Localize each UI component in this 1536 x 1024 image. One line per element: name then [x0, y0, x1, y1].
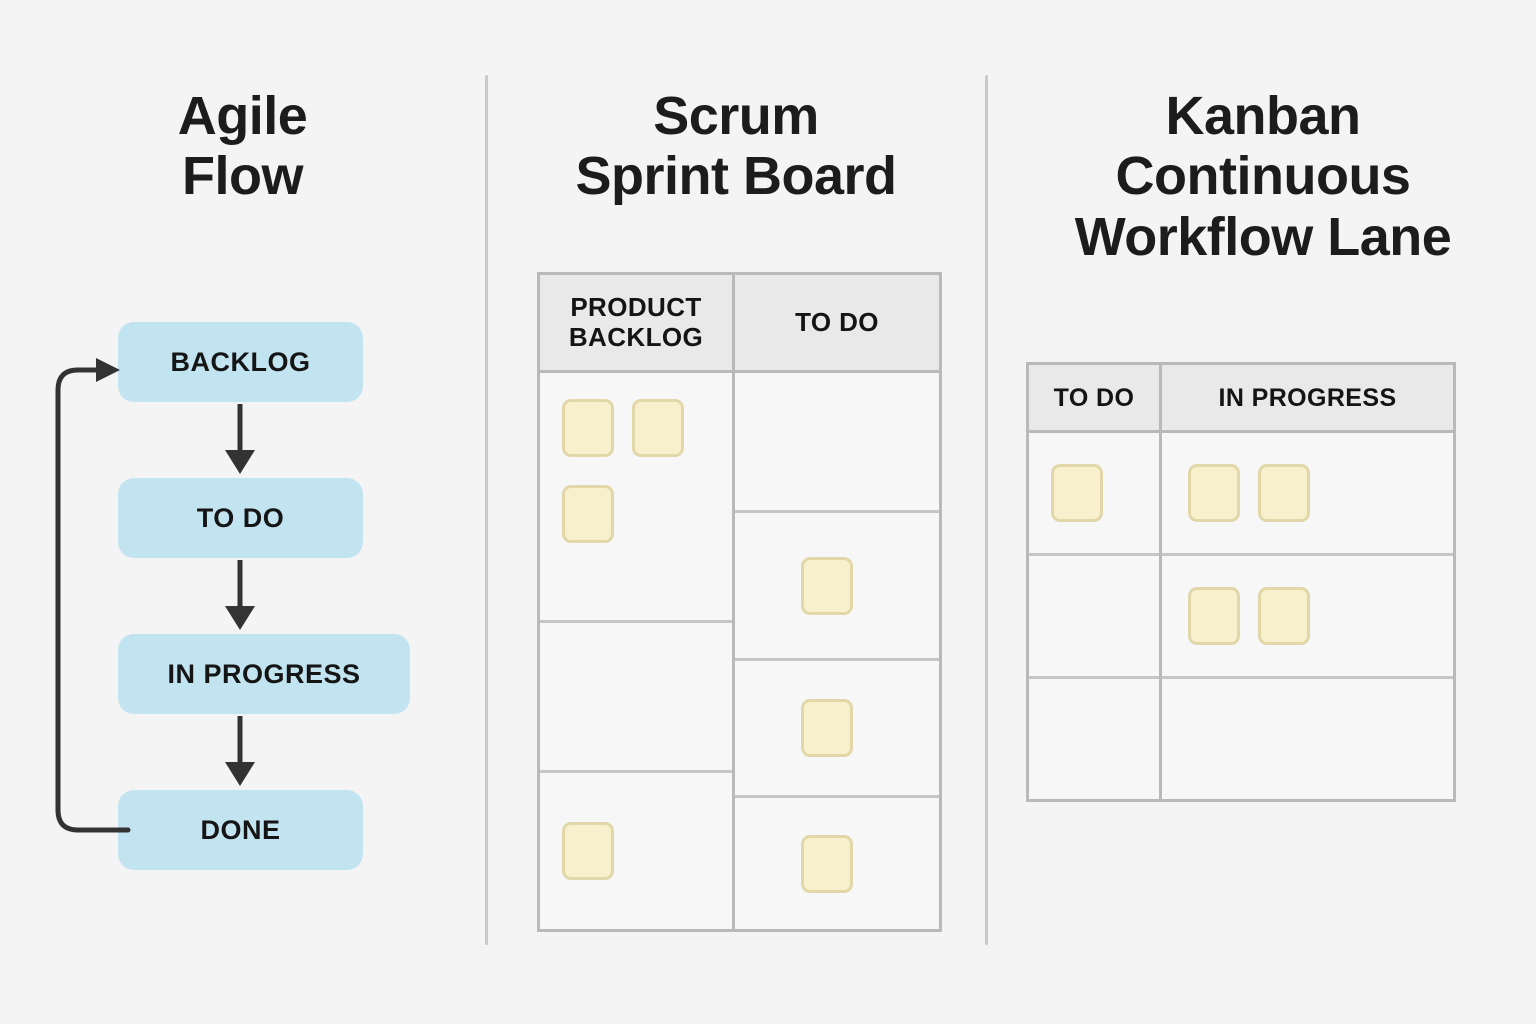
kanban-column-body-to-do	[1029, 433, 1159, 799]
arrow-down-icon	[225, 716, 255, 786]
flow-node-done-label: DONE	[200, 814, 281, 845]
task-card[interactable]	[1188, 464, 1240, 522]
kanban-column-to-do: TO DO	[1029, 365, 1159, 799]
flow-node-todo[interactable]: TO DO	[118, 478, 363, 558]
scrum-sprint-board: PRODUCT BACKLOG TO DO	[537, 272, 942, 932]
kanban-lane[interactable]	[1029, 679, 1159, 799]
scrum-column-body-to-do	[735, 373, 939, 929]
task-card[interactable]	[801, 556, 853, 615]
flow-node-backlog-label: BACKLOG	[170, 346, 311, 377]
kanban-lane[interactable]	[1162, 556, 1453, 679]
flow-node-in-progress[interactable]: IN PROGRESS	[118, 634, 410, 714]
kanban-lane[interactable]	[1029, 433, 1159, 556]
scrum-lane[interactable]	[540, 373, 732, 623]
task-card[interactable]	[801, 699, 853, 757]
kanban-column-header-to-do: TO DO	[1029, 365, 1159, 433]
scrum-column-header-to-do: TO DO	[735, 275, 939, 373]
kanban-column-header-in-progress: IN PROGRESS	[1162, 365, 1453, 433]
arrow-down-icon	[225, 404, 255, 474]
scrum-lane[interactable]	[540, 773, 732, 929]
kanban-column-in-progress: IN PROGRESS	[1159, 365, 1453, 799]
task-card[interactable]	[1258, 464, 1310, 522]
task-card[interactable]	[1188, 587, 1240, 645]
scrum-lane[interactable]	[735, 513, 939, 661]
scrum-panel-title: Scrum Sprint Board	[575, 86, 897, 207]
kanban-column-body-in-progress	[1162, 433, 1453, 799]
kanban-lane[interactable]	[1162, 433, 1453, 556]
panel-divider-right	[985, 75, 988, 945]
kanban-lane[interactable]	[1029, 556, 1159, 679]
task-card[interactable]	[1051, 464, 1103, 522]
task-card[interactable]	[1258, 587, 1310, 645]
scrum-column-header-product-backlog: PRODUCT BACKLOG	[540, 275, 732, 373]
kanban-workflow-board: TO DO IN PROGRESS	[1026, 362, 1456, 802]
task-card[interactable]	[562, 822, 614, 880]
kanban-lane[interactable]	[1162, 679, 1453, 799]
flow-node-done[interactable]: DONE	[118, 790, 363, 870]
scrum-lane[interactable]	[735, 661, 939, 798]
panel-divider-left	[485, 75, 488, 945]
flow-node-in-progress-label: IN PROGRESS	[167, 658, 361, 689]
task-card[interactable]	[562, 485, 614, 543]
arrow-feedback-loop-icon	[55, 358, 131, 833]
scrum-column-to-do: TO DO	[732, 275, 939, 929]
task-card[interactable]	[801, 834, 853, 893]
scrum-column-product-backlog: PRODUCT BACKLOG	[540, 275, 732, 929]
agile-flow-diagram: BACKLOG TO DO IN PROGRESS DONE	[0, 0, 485, 1024]
flow-node-todo-label: TO DO	[196, 502, 285, 533]
agile-panel-title: Agile Flow	[177, 86, 308, 207]
scrum-lane[interactable]	[540, 623, 732, 773]
kanban-panel-title: Kanban Continuous Workflow Lane	[1074, 86, 1452, 267]
task-card[interactable]	[562, 399, 614, 457]
task-card[interactable]	[632, 399, 684, 457]
flow-node-backlog[interactable]: BACKLOG	[118, 322, 363, 402]
arrow-down-icon	[225, 560, 255, 630]
scrum-lane[interactable]	[735, 373, 939, 513]
scrum-column-body-product-backlog	[540, 373, 732, 929]
scrum-lane[interactable]	[735, 798, 939, 929]
